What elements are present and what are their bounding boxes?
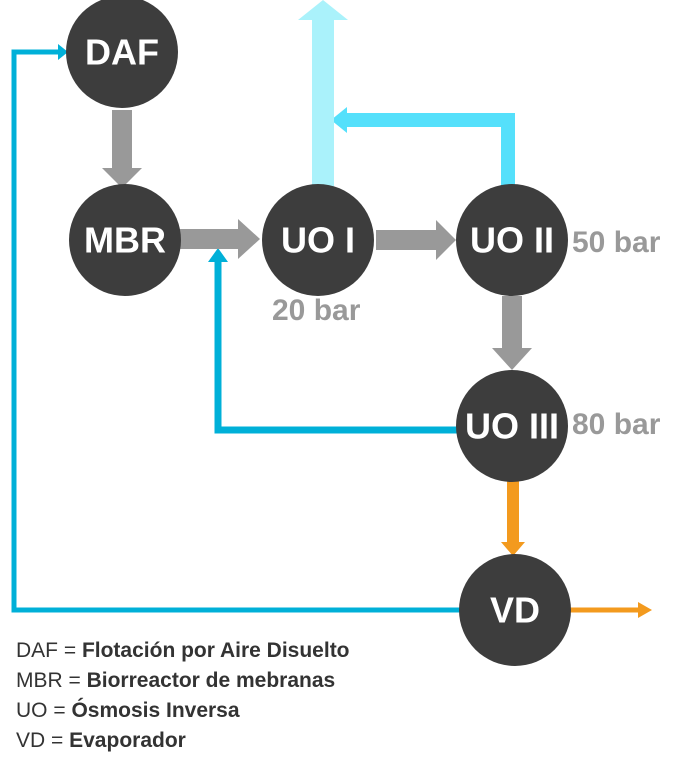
arrow-mbr-to-uo1-head [238,219,260,259]
pressure-label-uo1: 20 bar [272,294,361,327]
arrow-mbr-to-uo1-shaft [180,229,238,249]
legend-meaning: Biorreactor de mebranas [86,669,336,692]
node-vd: VD [459,554,571,666]
legend-meaning: Ósmosis Inversa [71,699,240,722]
legend-separator: = [58,639,82,662]
legend-separator: = [45,729,70,752]
legend-meaning: Flotación por Aire Disuelto [81,639,350,662]
legend-row-uo: UO = Ósmosis Inversa [16,696,350,726]
node-daf: DAF [66,0,178,108]
legend-row-daf: DAF = Flotación por Aire Disuelto [16,636,350,666]
node-uo2: UO II [456,184,568,296]
legend-separator: = [62,669,87,692]
arrow-uo2-to-uo3-head [492,348,532,370]
recycle-arrowhead-daf [58,44,68,60]
legend-abbr: MBR [16,669,63,692]
permeate-arrowhead-uo2 [331,107,347,133]
arrow-uo3-to-vd-shaft [507,480,519,542]
node-uo1: UO I [262,184,374,296]
legend-abbr: UO [16,699,48,722]
permeate-outlet-arrowhead [298,0,348,20]
pressure-label-uo2: 50 bar [572,226,661,259]
node-uo1-label: UO I [281,220,355,261]
arrow-daf-to-mbr-shaft [112,110,132,168]
pressure-label-uo3: 80 bar [572,408,661,441]
node-vd-label: VD [490,590,540,631]
node-uo3-label: UO III [465,406,559,447]
node-uo3: UO III [456,370,568,482]
recycle-arrowhead-uo1 [208,248,228,262]
arrow-daf-to-mbr-head [102,168,142,188]
permeate-outlet-uo1 [312,20,334,190]
node-daf-label: DAF [85,32,159,73]
arrow-vd-outlet-head [638,602,652,618]
legend-row-mbr: MBR = Biorreactor de mebranas [16,666,350,696]
node-mbr-label: MBR [84,220,166,261]
arrow-uo2-to-uo3-shaft [502,296,522,348]
legend-separator: = [47,699,72,722]
node-uo2-label: UO II [470,220,554,261]
arrow-uo1-to-uo2-shaft [376,230,436,250]
arrow-uo3-to-vd-head [501,542,525,556]
legend-meaning: Evaporador [69,729,186,752]
legend: DAF = Flotación por Aire Disuelto MBR = … [16,636,350,756]
recycle-line-uo3-to-uo1 [214,260,458,434]
legend-abbr: VD [16,729,46,752]
node-mbr: MBR [69,184,181,296]
recycle-line-vd-to-daf [11,49,460,613]
legend-abbr: DAF [16,639,58,662]
legend-row-vd: VD = Evaporador [16,726,350,756]
arrow-uo1-to-uo2-head [436,220,456,260]
permeate-line-uo2 [346,113,515,190]
